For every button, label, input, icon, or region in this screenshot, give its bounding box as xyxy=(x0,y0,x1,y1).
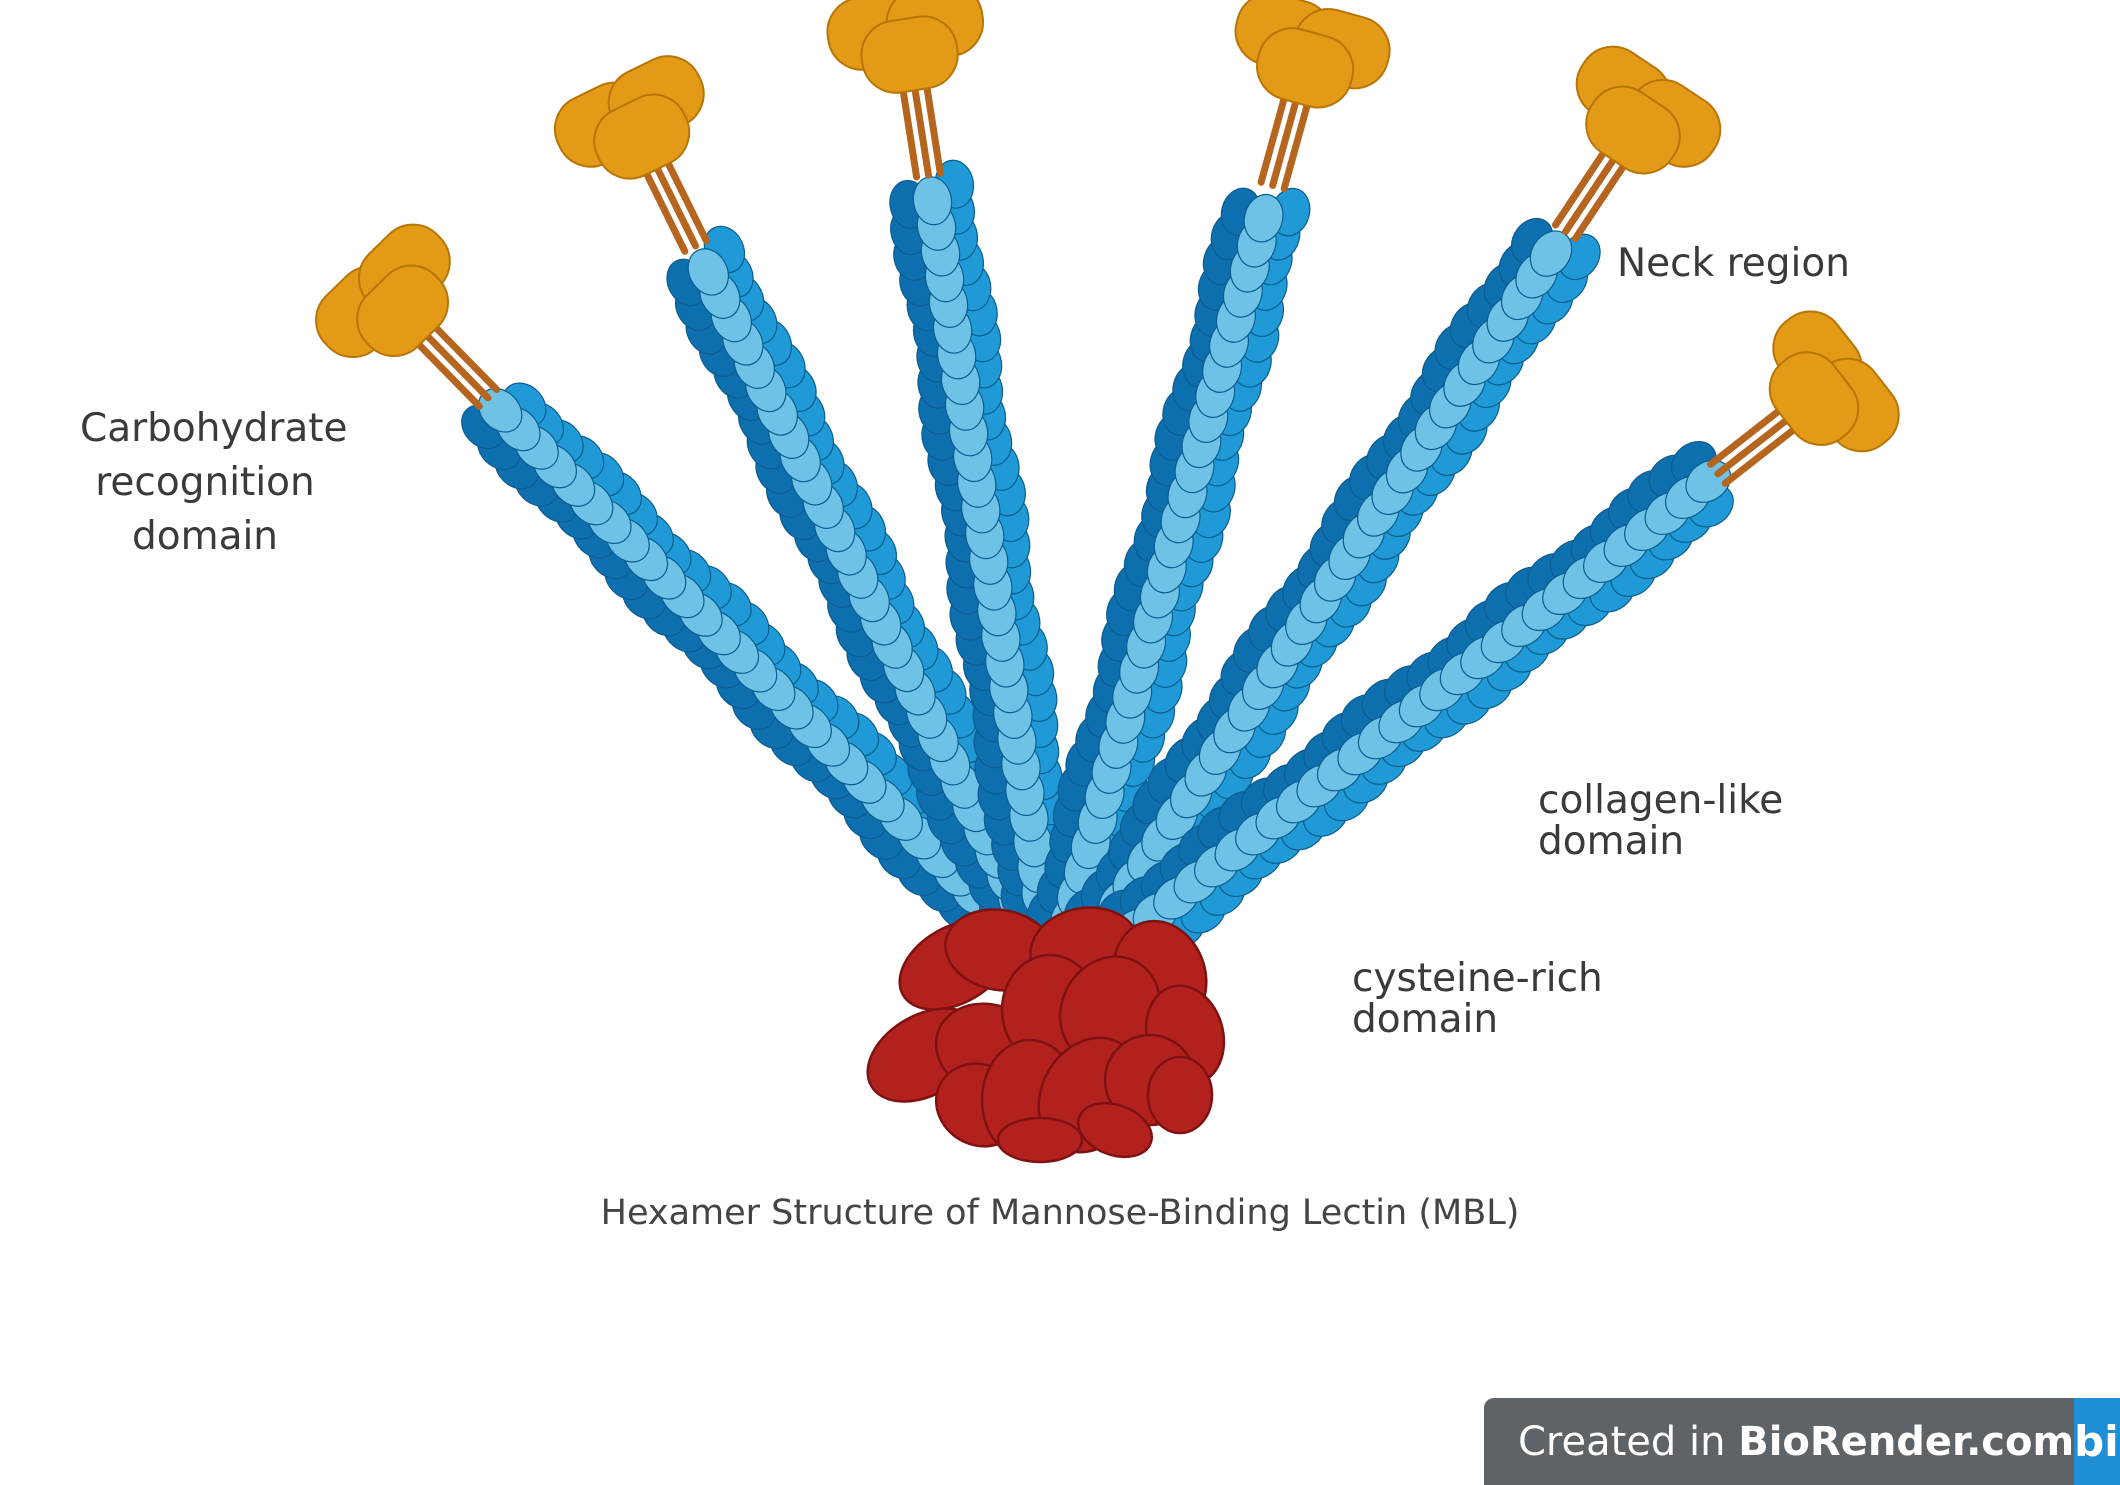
collagen-arm-6 xyxy=(1097,440,1734,963)
crd-head-6 xyxy=(1768,310,1900,453)
neck-stalk xyxy=(1721,427,1796,487)
label-carbohydrate-recognition-domain: Carbohydrate recognition domain xyxy=(80,406,348,559)
cysteine-lobe xyxy=(1077,1101,1153,1159)
neck-stalk xyxy=(654,166,700,250)
crd-lobe xyxy=(356,264,450,358)
neck-stalk xyxy=(425,333,492,402)
collagen-bead xyxy=(1243,193,1284,243)
neck-stalk xyxy=(416,342,483,410)
carbohydrate-recognition-domains xyxy=(315,0,1900,487)
neck-stalk xyxy=(643,171,689,255)
neck-stalk xyxy=(1269,99,1299,189)
label-neck-region: Neck region xyxy=(1617,241,1850,286)
crd-head-3 xyxy=(826,0,985,94)
crd-lobe xyxy=(1256,27,1355,109)
badge-text: Created in BioRender.com xyxy=(1518,1418,2075,1465)
cysteine-rich-cluster xyxy=(866,906,1226,1164)
neck-stalk xyxy=(1552,150,1607,229)
cysteine-lobe xyxy=(996,1116,1084,1164)
figure-caption: Hexamer Structure of Mannose-Binding Lec… xyxy=(600,1193,1520,1233)
crd-lobe xyxy=(1585,85,1681,175)
crd-head-5 xyxy=(1575,45,1722,175)
neck-stalk xyxy=(1707,408,1781,468)
crd-head-2 xyxy=(553,55,705,180)
crd-lobe xyxy=(860,15,959,94)
neck-stalk xyxy=(433,325,501,393)
crd-lobe xyxy=(593,93,691,180)
neck-stalk xyxy=(1562,157,1617,236)
collagen-bead xyxy=(687,248,729,296)
neck-stalk xyxy=(1572,164,1627,242)
neck-stalk xyxy=(923,85,944,177)
biorender-logo-icon: bio xyxy=(2074,1398,2120,1485)
collagen-arm-3 xyxy=(889,159,1087,949)
neck-stalk xyxy=(1280,103,1311,193)
collagen-arms xyxy=(461,159,1734,970)
neck-stalk xyxy=(900,89,921,181)
neck-stalk xyxy=(911,87,932,179)
crd-lobe xyxy=(1768,351,1860,446)
neck-stalk xyxy=(1714,418,1789,478)
label-cysteine-rich-domain: cysteine-rich domain xyxy=(1352,956,1603,1042)
cysteine-lobe xyxy=(1146,1055,1214,1135)
crd-head-4 xyxy=(1234,0,1391,109)
crd-head-1 xyxy=(315,223,451,359)
label-collagen-like-domain: collagen-like domain xyxy=(1538,778,1784,864)
biorender-badge[interactable]: Created in BioRender.com bio xyxy=(1484,1398,2120,1485)
neck-stalk xyxy=(1257,96,1288,186)
neck-stalk xyxy=(665,161,710,245)
